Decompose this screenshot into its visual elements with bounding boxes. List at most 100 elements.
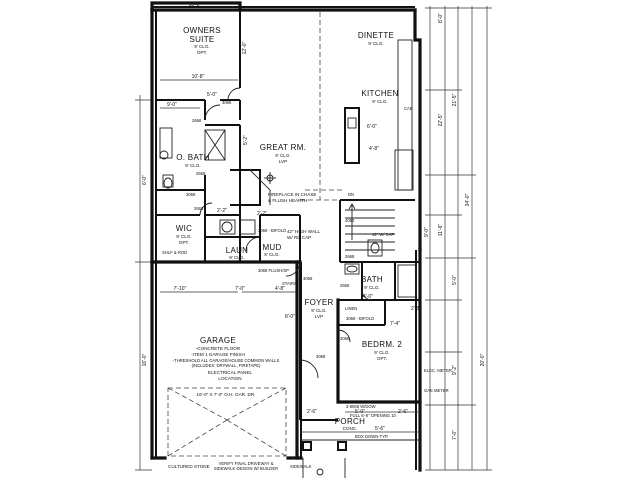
sidewalk-note: SIDEWALK: [290, 464, 312, 469]
door-tags: 3068 3068 2668 2668 2668 3068 3068 2668 …: [186, 100, 397, 418]
door-tag: 3068: [186, 192, 196, 197]
wic-name: WIC: [176, 224, 192, 233]
garage-line2: -ITEM 1 GARAGE FINISH: [191, 352, 245, 357]
great-rm-note: LVP: [279, 159, 287, 164]
dim-label: 6'-0": [142, 175, 148, 185]
door-tag: 4050: [345, 218, 355, 223]
door-tag: 2668: [194, 206, 204, 211]
dim-label: 2'-6": [307, 409, 317, 415]
door-tag: 2668: [340, 283, 350, 288]
dim-label: 2'-8": [411, 306, 421, 312]
bath-name: BATH: [361, 275, 383, 284]
dim-label: 2'-2": [217, 208, 227, 214]
dim-label: 5'-6": [375, 426, 385, 432]
right-dimension-lines: [425, 6, 492, 471]
dn-note: DN: [348, 192, 354, 197]
linen-note: LINEN: [345, 306, 357, 311]
garage-name: GARAGE: [200, 336, 236, 345]
plan-notes: FIREPLACE IN CHASE & FLUSH HEARTH 42" HI…: [162, 106, 452, 471]
bedrm2-name: BEDRM. 2: [362, 340, 402, 349]
window-tag: 3068 FLUSH/SP: [258, 268, 289, 273]
owners-suite-note: OPT.: [197, 50, 207, 55]
laun-ceiling: 9' CLG.: [229, 255, 244, 260]
gas-meter-note: GAS METER: [424, 388, 449, 393]
dim-label: 8'-0": [438, 13, 444, 23]
fireplace-note: FIREPLACE IN CHASE: [268, 192, 317, 197]
box-down-note: BOX DOWN-TYP.: [355, 434, 388, 439]
electrical-note-2: LOCATION: [218, 376, 241, 381]
dim-label: 5'-0": [355, 409, 365, 415]
stairs-note: STAIRS: [282, 281, 297, 286]
dim-label: 4'-8": [275, 286, 285, 292]
dim-label: 22'-5": [438, 113, 444, 126]
dim-label: 2'-2": [257, 211, 267, 217]
dim-label: 7'-0": [235, 286, 245, 292]
dim-label: 9'-0": [424, 227, 430, 237]
foyer-ceiling: 9' CLG.: [311, 308, 326, 313]
dim-label: 12'-0": [242, 41, 248, 54]
dim-label: 16'-0": [142, 353, 148, 366]
ceiling-fan-icon: [264, 172, 276, 184]
door-tag: 3068: [303, 276, 313, 281]
bath-ceiling: 9' CLG.: [364, 285, 379, 290]
foyer-name: FOYER: [304, 298, 333, 307]
dinette-ceiling: 9' CLG.: [368, 41, 383, 46]
porch-name: PORCH: [335, 417, 365, 426]
dim-label: 9'-0": [167, 102, 177, 108]
dim-label: 8'-0": [285, 314, 295, 320]
dimension-labels: 10'-8" 10'-8" 9'-0" 5'-0" 6'-0" 4'-8" 2'…: [167, 2, 421, 432]
foyer-note: LVP: [315, 314, 323, 319]
dim-label: 7'-4": [390, 321, 400, 327]
door-tag: 3068: [316, 354, 326, 359]
dim-label: 5'-0": [207, 92, 217, 98]
cultured-stone-note: CULTURED STONE: [168, 464, 210, 469]
dinette-name: DINETTE: [358, 31, 394, 40]
bedrm2-ceiling: 9' CLG.: [374, 350, 389, 355]
stair-arrow-icon: [348, 203, 356, 240]
verify-note: VERIFY FINAL DRIVEWAY &: [219, 461, 274, 466]
door-tag: 2668: [196, 171, 206, 176]
dim-label: 20'-0": [480, 353, 486, 366]
door-tag: 3068: [222, 100, 232, 105]
mud-ceiling: 9' CLG.: [264, 252, 279, 257]
dim-label: 34'-0": [465, 193, 471, 206]
wic-ceiling: 9' CLG.: [176, 234, 191, 239]
half-wall-note: 42" HIGH WALL: [287, 229, 321, 234]
half-wall-cap-note: 42" W/ CAP: [372, 232, 394, 237]
o-bath-ceiling: 9' CLG.: [185, 163, 200, 168]
front-window-tag-2: FULL 6'-8" OPENING 10: [350, 413, 397, 418]
dim-label: 10'-8": [189, 2, 202, 8]
dim-label: 10'-8": [192, 74, 205, 80]
fireplace-note-2: & FLUSH HEARTH: [268, 198, 307, 203]
kitchen-ceiling: 9' CLG.: [372, 99, 387, 104]
left-dimension-lines: [135, 95, 152, 471]
kitchen-name: KITCHEN: [361, 89, 398, 98]
owners-suite-ceiling: 9' CLG.: [194, 44, 209, 49]
bedrm2-note: OPT.: [377, 356, 387, 361]
elec-meter-note: ELEC. METER: [424, 368, 452, 373]
dim-label: 7'-0": [452, 430, 458, 440]
great-rm-ceiling: 9' CLG.: [275, 153, 290, 158]
garage-door-note: 16'-0" X 7'-0" O.H. GAR. DR.: [197, 392, 256, 397]
door-tag: 3068: [340, 336, 350, 341]
cab-note: CAB: [404, 106, 413, 111]
dim-label: 4'-8": [369, 146, 379, 152]
dim-label: 5'-0": [452, 275, 458, 285]
wic-note: OPT.: [179, 240, 189, 245]
owners-suite-name-2: SUITE: [189, 35, 214, 44]
dim-label: 6'-0": [367, 124, 377, 130]
bed-door-tag: 3068 - BIFOLD: [346, 316, 374, 321]
interior-walls: [156, 10, 420, 478]
shelf-rod-note: SHLF & ROD: [162, 250, 187, 255]
door-tag: 2668: [192, 118, 202, 123]
room-labels: OWNERS SUITE 9' CLG. OPT. DINETTE 9' CLG…: [173, 26, 402, 431]
owners-suite-name: OWNERS: [183, 26, 221, 35]
garage-line1: -CONCRETE FLOOR: [196, 346, 241, 351]
great-rm-name: GREAT RM.: [260, 143, 306, 152]
electrical-note: ELECTRICAL PANEL: [208, 370, 253, 375]
laun-door-tag: 3068 - BIFOLD: [258, 228, 286, 233]
verify-note-2: SIDEWALK DESIGN W/ BUILDER: [214, 466, 278, 471]
right-dimension-labels: 8'-0" 21'-5" 22'-5" 34'-0" 11'-6" 5'-0" …: [142, 13, 486, 440]
dim-label: 4'-0": [363, 294, 373, 300]
